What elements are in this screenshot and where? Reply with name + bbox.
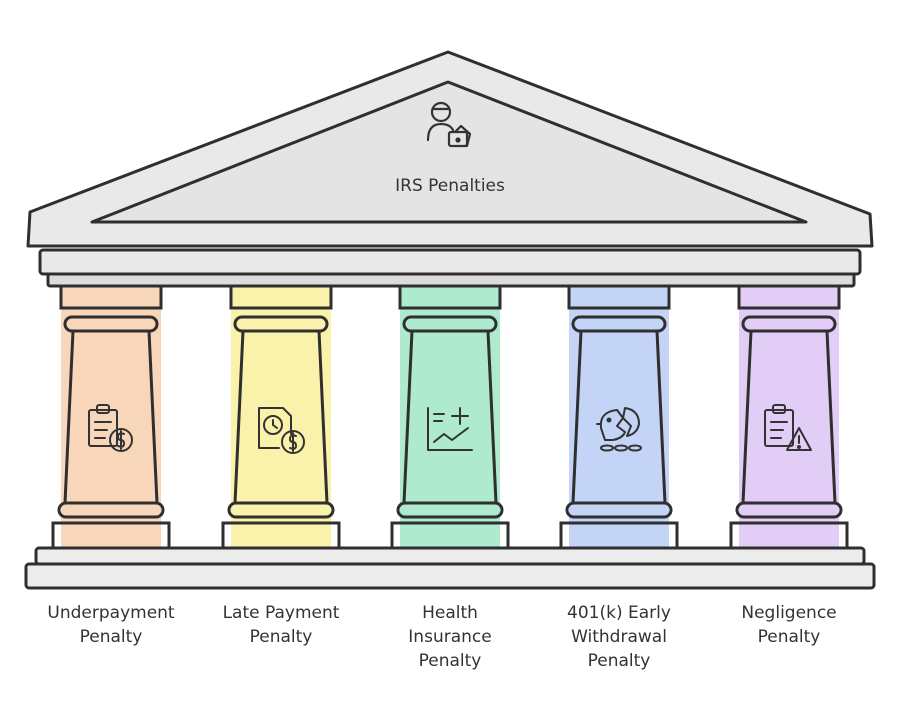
- pillar-bottom-ring: [396, 501, 504, 519]
- temple-base: [24, 546, 876, 590]
- broken-piggy-bank-icon: [596, 407, 642, 452]
- pillar-label-line: Underpayment: [47, 603, 175, 623]
- pillar-label-line: Negligence: [741, 603, 837, 623]
- base-step: [24, 562, 876, 590]
- entablature: [38, 248, 862, 276]
- pillar-color-wash: [569, 286, 669, 548]
- pillar-capital: [737, 284, 841, 310]
- pillar-capital: [398, 284, 502, 310]
- pillar-label-line: Insurance: [408, 627, 492, 647]
- pillar-label-line: Penalty: [418, 651, 482, 671]
- pillar-label-line: Penalty: [587, 651, 651, 671]
- stylobate: [34, 546, 866, 566]
- pillars: [51, 284, 849, 550]
- architrave: [46, 272, 856, 288]
- pillar-label-line: 401(k) Early: [567, 603, 671, 623]
- pillar-label-line: Penalty: [249, 627, 313, 647]
- pillar-bottom-ring: [227, 501, 335, 519]
- pillar-label-line: Late Payment: [222, 603, 340, 623]
- clipboard-dollar-icon: [88, 404, 133, 452]
- pillar-top-ring: [571, 315, 667, 333]
- pillar-capital: [229, 284, 333, 310]
- pillar-bottom-ring: [735, 501, 843, 519]
- tax-agent-icon: [426, 101, 472, 148]
- roof: [26, 50, 874, 288]
- health-chart-icon: [427, 407, 473, 451]
- pillar-bottom-ring: [57, 501, 165, 519]
- pillar-color-wash: [61, 286, 161, 548]
- pillar-label-line: Withdrawal: [571, 627, 667, 647]
- pillar-capital: [567, 284, 671, 310]
- pillar-label-line: Penalty: [79, 627, 143, 647]
- pillar-label-line: Penalty: [757, 627, 821, 647]
- pillar-color-wash: [400, 286, 500, 548]
- pillar-bottom-ring: [565, 501, 673, 519]
- roof-inner-triangle: [90, 80, 808, 224]
- pillar-health-insurance: [390, 284, 510, 550]
- pillar-late-payment: [221, 284, 341, 550]
- pillar-401k-early-withdrawal: [559, 284, 679, 550]
- pillar-underpayment: [51, 284, 171, 550]
- pillar-capital: [59, 284, 163, 310]
- pillar-top-ring: [402, 315, 498, 333]
- pillar-plinth: [221, 521, 341, 550]
- diagram-title: IRS Penalties: [395, 176, 505, 196]
- pillar-top-ring: [233, 315, 329, 333]
- clipboard-warning-icon: [764, 404, 812, 451]
- pillar-top-ring: [63, 315, 159, 333]
- pillar-color-wash: [739, 286, 839, 548]
- pillar-plinth: [390, 521, 510, 550]
- pillar-top-ring: [741, 315, 837, 333]
- pillar-color-wash: [231, 286, 331, 548]
- pillar-plinth: [729, 521, 849, 550]
- document-clock-dollar-icon: [258, 407, 305, 454]
- pillar-plinth: [559, 521, 679, 550]
- pillar-negligence: [729, 284, 849, 550]
- pillar-plinth: [51, 521, 171, 550]
- pillar-label-line: Health: [422, 603, 478, 623]
